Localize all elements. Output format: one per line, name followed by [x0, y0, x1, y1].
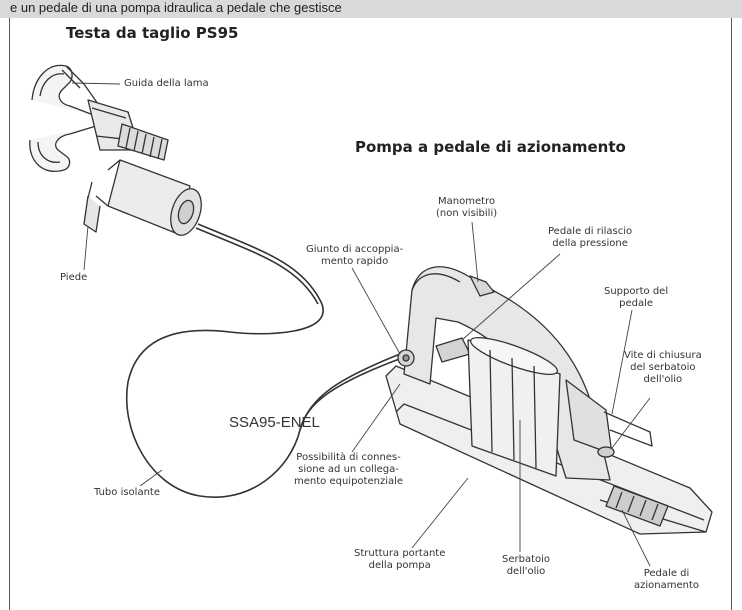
label-foot: Piede — [60, 272, 88, 283]
foot-pump-drawing — [385, 266, 713, 535]
label-pump-frame: Struttura portante della pompa — [354, 548, 446, 571]
cutting-head-title: Testa da taglio PS95 — [66, 24, 239, 42]
label-oil-tank: Serbatoio dell'olio — [502, 554, 551, 577]
cutting-head-drawing — [29, 64, 202, 236]
frame-right-border — [731, 18, 732, 610]
leader-lines — [71, 82, 651, 567]
insulated-hose-drawing — [126, 223, 403, 498]
pump-title: Pompa a pedale di azionamento — [355, 138, 626, 156]
label-quick-coupling: Giunto di accoppia- mento rapido — [306, 244, 404, 267]
label-pedal-support: Supporto del pedale — [604, 286, 669, 309]
top-caption-bar: e un pedale di una pompa idraulica a ped… — [0, 0, 742, 18]
frame-left-border — [9, 18, 10, 610]
label-insulated-hose: Tubo isolante — [94, 487, 160, 498]
label-blade-guide: Guida della lama — [124, 78, 209, 89]
label-tank-cap: Vite di chiusura del serbatoio dell'olio — [624, 350, 702, 385]
label-release-pedal: Pedale di rilascio della pressione — [548, 226, 633, 249]
label-equipotential-connection: Possibilità di connes- sione ad un colle… — [294, 452, 404, 487]
label-drive-pedal: Pedale di azionamento — [634, 568, 700, 591]
label-pressure-gauge: Manometro (non visibili) — [436, 196, 498, 219]
document-code-watermark: SSA95-ENEL — [229, 414, 320, 431]
